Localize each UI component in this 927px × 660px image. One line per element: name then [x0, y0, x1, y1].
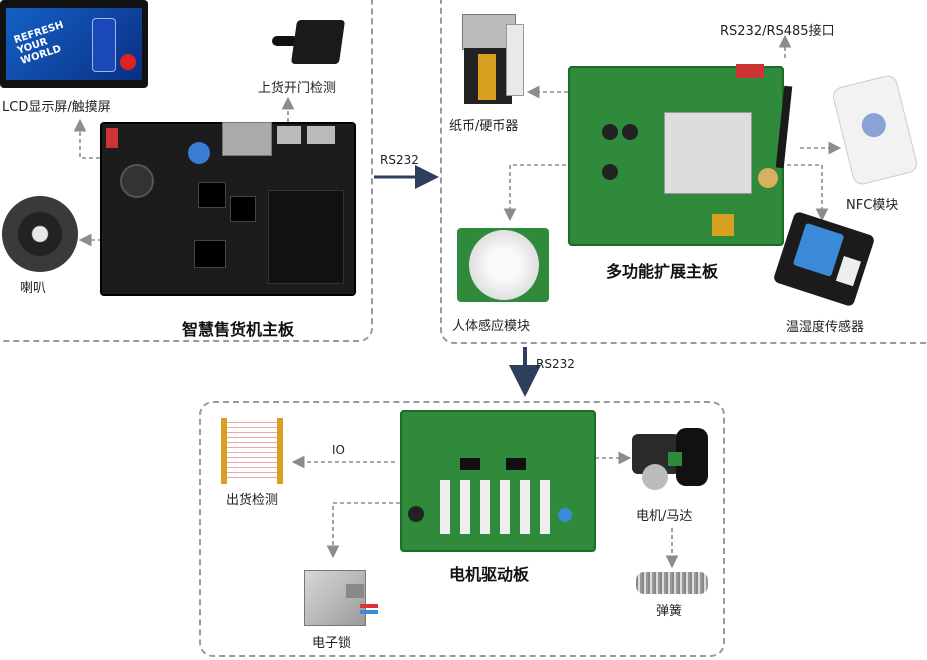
spring-label: 弹簧 — [656, 604, 683, 619]
badge-icon — [120, 54, 136, 70]
main-board-image — [100, 122, 356, 296]
motor-image — [632, 428, 712, 496]
delivery-detect-image — [217, 418, 287, 486]
motor-label: 电机/马达 — [636, 509, 693, 524]
pepsi-can-icon — [92, 18, 116, 72]
rs232-label-top: RS232 — [380, 153, 419, 167]
door-sensor-label: 上货开门检测 — [258, 81, 337, 96]
expansion-board-group — [440, 0, 927, 344]
lcd-label: LCD显示屏/触摸屏 — [2, 100, 111, 115]
speaker-label: 喇叭 — [20, 281, 47, 296]
motor-board-image — [400, 410, 596, 552]
pir-sensor-image — [457, 228, 549, 302]
delivery-detect-label: 出货检测 — [226, 493, 279, 508]
lcd-connector — [73, 118, 100, 159]
lcd-ad-text: REFRESH YOUR WORLD — [12, 19, 65, 68]
spring-image — [636, 572, 708, 594]
temp-connector — [780, 164, 829, 222]
rs232-label-bottom: RS232 — [536, 357, 575, 371]
main-board-group — [0, 0, 373, 342]
electronic-lock-label: 电子锁 — [312, 636, 352, 651]
lock-connector — [326, 502, 400, 559]
main-board-title: 智慧售货机主板 — [182, 320, 295, 339]
nfc-label: NFC模块 — [846, 198, 899, 213]
lcd-screen-image: REFRESH YOUR WORLD — [0, 0, 148, 88]
door-sensor-image — [272, 20, 346, 66]
expansion-board-image — [568, 64, 793, 246]
pir-connector — [503, 164, 580, 222]
lcd-screen-display: REFRESH YOUR WORLD — [6, 8, 142, 80]
speaker-image — [2, 196, 78, 272]
expansion-board-title: 多功能扩展主板 — [606, 262, 719, 281]
motor-board-group — [199, 401, 725, 657]
coin-acceptor-label: 纸币/硬币器 — [449, 119, 519, 134]
rs485-label: RS232/RS485接口 — [720, 24, 835, 39]
electronic-lock-image — [300, 566, 380, 628]
temp-sensor-label: 温湿度传感器 — [786, 320, 865, 335]
io-label: IO — [332, 443, 345, 457]
motor-board-title: 电机驱动板 — [449, 565, 530, 584]
nfc-logo-icon — [859, 110, 889, 140]
pir-label: 人体感应模块 — [452, 319, 531, 334]
coin-acceptor-image — [462, 14, 524, 106]
